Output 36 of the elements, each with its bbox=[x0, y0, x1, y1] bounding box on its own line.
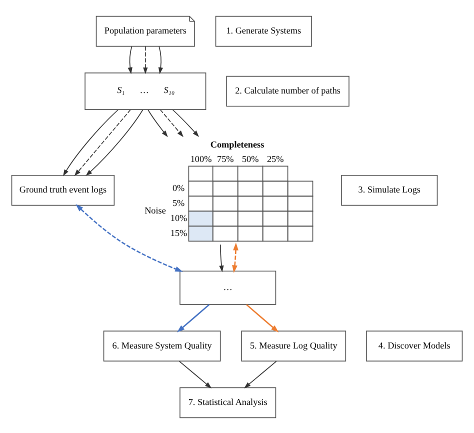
node-label: 5% bbox=[172, 198, 185, 208]
node-box: 6. Measure System Quality bbox=[103, 330, 221, 361]
arrow bbox=[160, 108, 184, 137]
arrow bbox=[74, 108, 131, 176]
arrow bbox=[244, 360, 277, 388]
arrow bbox=[219, 244, 224, 272]
node-box: S₁ … S₁₀ bbox=[84, 72, 206, 110]
arrow bbox=[177, 304, 210, 332]
node-label: 25% bbox=[266, 153, 284, 164]
node-label: 0% bbox=[172, 182, 185, 193]
node-box: 5. Measure Log Quality bbox=[241, 330, 346, 361]
arrow bbox=[172, 108, 200, 137]
node-label: 10% bbox=[170, 212, 188, 222]
node-label: Completeness bbox=[210, 139, 264, 150]
node-box: 4. Discover Models bbox=[366, 330, 463, 361]
node-box: 7. Statistical Analysis bbox=[180, 386, 276, 418]
node-label: 15% bbox=[170, 227, 188, 238]
node-box: 1. Generate Systems bbox=[215, 15, 312, 46]
node-label: 75% bbox=[217, 153, 234, 164]
node-box: 2. Calculate number of paths bbox=[226, 75, 350, 106]
node-label: 50% bbox=[242, 153, 259, 164]
arrow bbox=[143, 46, 148, 74]
arrow bbox=[128, 46, 132, 74]
node-label: 100% bbox=[190, 153, 212, 164]
arrow bbox=[76, 204, 183, 272]
arrow bbox=[63, 108, 119, 176]
node-label: Noise bbox=[144, 205, 166, 216]
arrow bbox=[232, 242, 238, 272]
arrow bbox=[158, 46, 164, 74]
arrow bbox=[178, 360, 212, 388]
node-box: Ground truth event logs bbox=[11, 174, 115, 206]
node-box: … bbox=[180, 270, 276, 304]
node-box: 3. Simulate Logs bbox=[341, 174, 438, 206]
arrow bbox=[86, 108, 144, 176]
arrow bbox=[246, 304, 279, 332]
arrow bbox=[148, 108, 168, 137]
